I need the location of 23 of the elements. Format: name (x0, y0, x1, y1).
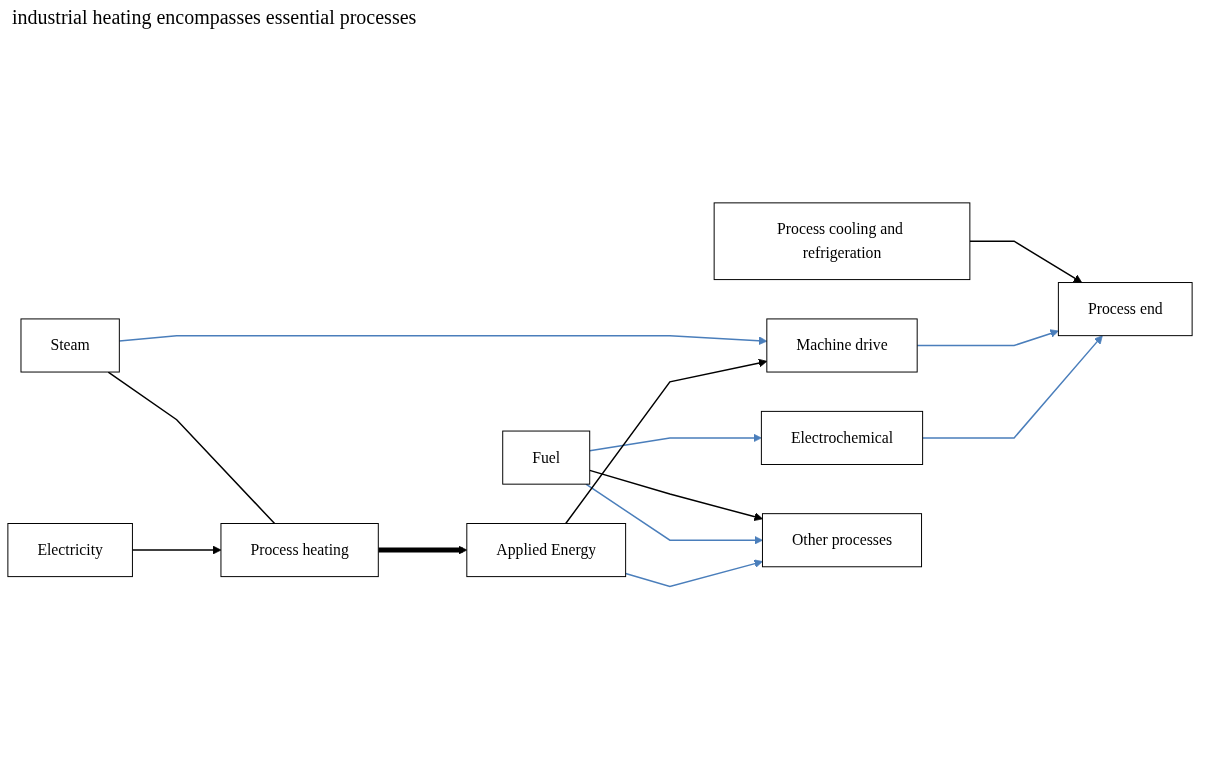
node-box: Process cooling and refrigeration (713, 202, 971, 281)
arrow (565, 359, 768, 525)
arrow (589, 433, 762, 452)
arrow (589, 470, 763, 522)
arrow (378, 546, 468, 555)
node-box: Other processes (761, 513, 923, 568)
node-box: Process heating (220, 523, 379, 578)
arrow (118, 335, 768, 346)
diagram-title: industrial heating encompasses essential processes (12, 6, 417, 29)
arrow (624, 559, 763, 588)
connector (107, 371, 276, 525)
node-box: Fuel (502, 430, 591, 485)
arrow (969, 240, 1083, 284)
arrow (131, 546, 222, 555)
arrow (921, 335, 1103, 439)
node-box: Applied Energy (466, 523, 627, 578)
node-box: Process end (1057, 282, 1193, 337)
node-box: Machine drive (766, 318, 918, 373)
arrow (916, 329, 1059, 347)
node-box: Electricity (7, 523, 133, 578)
node-box: Steam (20, 318, 120, 373)
node-box: Electrochemical (760, 411, 924, 466)
arrow (585, 483, 763, 545)
